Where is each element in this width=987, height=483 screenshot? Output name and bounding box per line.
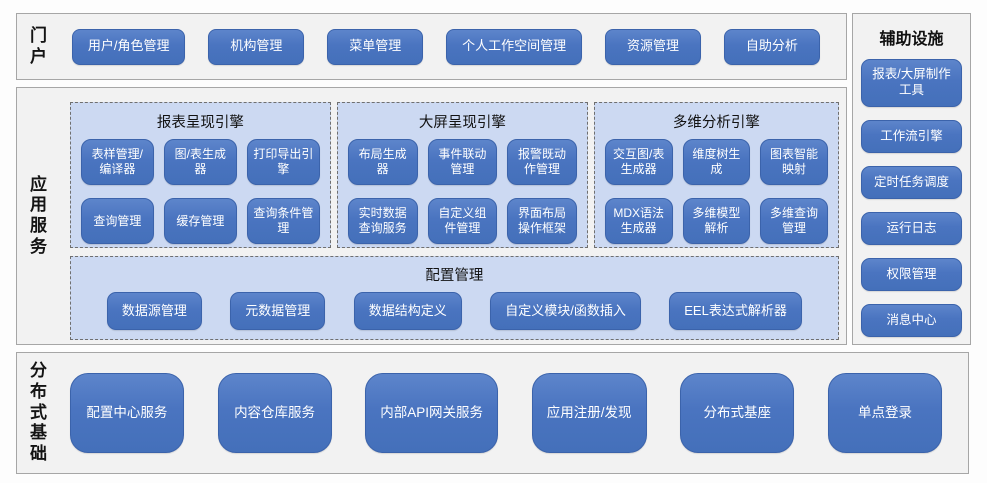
auxiliary-section: 辅助设施 报表/大屏制作工具 工作流引擎 定时任务调度 运行日志 权限管理 消息… [852,13,971,345]
aux-button-message-center[interactable]: 消息中心 [861,304,962,337]
portal-button-org-mgmt[interactable]: 机构管理 [208,28,305,65]
foundation-button-config-center-service[interactable]: 配置中心服务 [69,373,184,453]
engine-button-print-export-engine[interactable]: 打印导出引擎 [246,139,320,185]
engine-button-dimension-tree-generation[interactable]: 维度树生成 [682,139,751,185]
portal-section-label: 门户 [30,25,47,66]
panel-title: 大屏呈现引擎 [418,115,506,131]
aux-button-workflow-engine[interactable]: 工作流引擎 [861,120,962,153]
panel-title: 配置管理 [425,268,484,284]
engine-button-interactive-chart-generator[interactable]: 交互图/表生成器 [604,139,673,185]
config-button-data-structure-definition[interactable]: 数据结构定义 [353,292,462,330]
portal-button-resource-mgmt[interactable]: 资源管理 [605,28,702,65]
engine-button-grid: 交互图/表生成器 维度树生成 图表智能映射 MDX语法生成器 多维模型解析 多维… [603,139,830,244]
config-button-datasource-mgmt[interactable]: 数据源管理 [106,292,202,330]
portal-button-self-service-analysis[interactable]: 自助分析 [723,28,820,65]
foundation-button-content-repo-service[interactable]: 内容仓库服务 [217,373,332,453]
foundation-button-single-sign-on[interactable]: 单点登录 [827,373,942,453]
application-services-section: 应用服务 报表呈现引擎 表样管理/编译器 图/表生成器 打印导出引擎 查询管理 … [16,87,847,345]
engine-button-query-mgmt[interactable]: 查询管理 [80,198,154,244]
config-button-eel-expression-parser[interactable]: EEL表达式解析器 [669,292,802,330]
aux-button-run-logs[interactable]: 运行日志 [861,212,962,245]
engine-panels-row: 报表呈现引擎 表样管理/编译器 图/表生成器 打印导出引擎 查询管理 缓存管理 … [69,102,839,248]
engine-button-grid: 表样管理/编译器 图/表生成器 打印导出引擎 查询管理 缓存管理 查询条件管理 [79,139,322,244]
portal-button-menu-mgmt[interactable]: 菜单管理 [327,28,424,65]
panel-config-mgmt: 配置管理 数据源管理 元数据管理 数据结构定义 自定义模块/函数插入 EEL表达… [69,256,839,340]
engine-button-cache-mgmt[interactable]: 缓存管理 [163,198,237,244]
engine-button-mdx-syntax-generator[interactable]: MDX语法生成器 [604,198,673,244]
engine-button-chart-table-generator[interactable]: 图/表生成器 [163,139,237,185]
aux-button-permission-mgmt[interactable]: 权限管理 [861,258,962,291]
engine-button-chart-smart-mapping[interactable]: 图表智能映射 [760,139,828,185]
application-services-content: 报表呈现引擎 表样管理/编译器 图/表生成器 打印导出引擎 查询管理 缓存管理 … [48,88,847,344]
config-button-metadata-mgmt[interactable]: 元数据管理 [230,292,326,330]
portal-button-personal-workspace-mgmt[interactable]: 个人工作空间管理 [446,28,583,65]
portal-button-row: 用户/角色管理 机构管理 菜单管理 个人工作空间管理 资源管理 自助分析 [48,28,846,65]
engine-button-alarm-action-mgmt[interactable]: 报警既动作管理 [507,139,577,185]
engine-button-template-mgmt-compiler[interactable]: 表样管理/编译器 [80,139,154,185]
foundation-button-distributed-base[interactable]: 分布式基座 [680,373,795,453]
application-services-label: 应用服务 [30,174,47,256]
portal-button-user-role-mgmt[interactable]: 用户/角色管理 [71,28,186,65]
auxiliary-section-title: 辅助设施 [879,31,944,48]
engine-button-custom-component-mgmt[interactable]: 自定义组件管理 [427,198,498,244]
aux-button-report-bigscreen-tools[interactable]: 报表/大屏制作工具 [861,59,962,107]
panel-report-rendering-engine: 报表呈现引擎 表样管理/编译器 图/表生成器 打印导出引擎 查询管理 缓存管理 … [69,102,331,248]
foundation-button-internal-api-gateway[interactable]: 内部API网关服务 [365,373,499,453]
engine-button-ui-layout-framework[interactable]: 界面布局操作框架 [507,198,577,244]
panel-title: 报表呈现引擎 [156,115,244,131]
engine-button-multidim-query-mgmt[interactable]: 多维查询管理 [760,198,828,244]
config-button-custom-module-function-insert[interactable]: 自定义模块/函数插入 [490,292,641,330]
foundation-button-app-register-discovery[interactable]: 应用注册/发现 [531,373,647,453]
foundation-button-row: 配置中心服务 内容仓库服务 内部API网关服务 应用注册/发现 分布式基座 单点… [48,373,968,453]
engine-button-layout-generator[interactable]: 布局生成器 [347,139,418,185]
engine-button-event-linkage-mgmt[interactable]: 事件联动管理 [427,139,498,185]
config-button-row: 数据源管理 元数据管理 数据结构定义 自定义模块/函数插入 EEL表达式解析器 [81,292,828,330]
engine-button-multidim-model-parsing[interactable]: 多维模型解析 [682,198,751,244]
distributed-foundation-label: 分布式基础 [30,361,47,464]
engine-button-realtime-data-query[interactable]: 实时数据查询服务 [347,198,418,244]
aux-button-scheduled-tasks[interactable]: 定时任务调度 [861,166,962,199]
distributed-foundation-section: 分布式基础 配置中心服务 内容仓库服务 内部API网关服务 应用注册/发现 分布… [16,352,969,474]
portal-section: 门户 用户/角色管理 机构管理 菜单管理 个人工作空间管理 资源管理 自助分析 [16,13,847,80]
panel-bigscreen-rendering-engine: 大屏呈现引擎 布局生成器 事件联动管理 报警既动作管理 实时数据查询服务 自定义… [336,102,588,248]
engine-button-grid: 布局生成器 事件联动管理 报警既动作管理 实时数据查询服务 自定义组件管理 界面… [346,139,579,244]
auxiliary-button-column: 报表/大屏制作工具 工作流引擎 定时任务调度 运行日志 权限管理 消息中心 [861,59,962,337]
panel-multidim-analysis-engine: 多维分析引擎 交互图/表生成器 维度树生成 图表智能映射 MDX语法生成器 多维… [593,102,839,248]
engine-button-query-condition-mgmt[interactable]: 查询条件管理 [246,198,320,244]
panel-title: 多维分析引擎 [672,115,760,131]
